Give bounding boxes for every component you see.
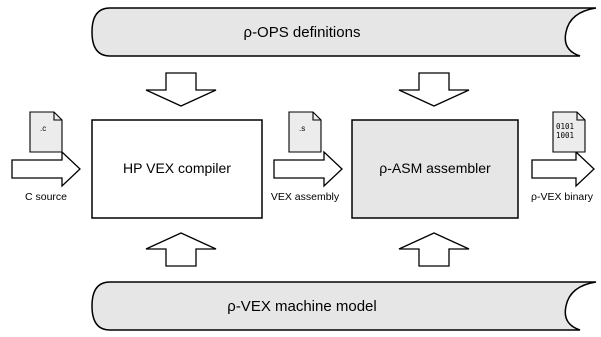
s-file-icon: .s — [288, 111, 322, 153]
down-arrow-compiler — [145, 72, 217, 107]
up-arrow-assembler — [398, 232, 470, 267]
assembler-label: ρ-ASM assembler — [379, 160, 491, 176]
binary-file-icon: 0101 1001 — [552, 111, 586, 153]
c-file-ext: .c — [40, 124, 46, 133]
banner-top: ρ-OPS definitions — [91, 7, 597, 57]
banner-bottom: ρ-VEX machine model — [91, 281, 597, 331]
compiler-box: HP VEX compiler — [91, 119, 263, 219]
s-file-ext: .s — [299, 124, 305, 133]
c-file-icon: .c — [29, 111, 63, 153]
arrow-vex-assembly — [273, 150, 343, 188]
assembler-box: ρ-ASM assembler — [351, 119, 519, 219]
c-source-label: C source — [25, 191, 67, 203]
banner-bottom-label: ρ-VEX machine model — [227, 298, 376, 315]
binary-line-2: 1001 — [556, 131, 574, 140]
banner-top-label: ρ-OPS definitions — [244, 24, 361, 41]
down-arrow-assembler — [398, 72, 470, 107]
vex-binary-label: ρ-VEX binary — [531, 191, 594, 203]
compiler-label: HP VEX compiler — [123, 160, 231, 176]
vex-assembly-label: VEX assembly — [271, 191, 340, 203]
binary-line-1: 0101 — [556, 122, 574, 131]
arrow-vex-binary — [531, 150, 595, 188]
up-arrow-compiler — [145, 232, 217, 267]
arrow-c-source — [11, 150, 81, 188]
